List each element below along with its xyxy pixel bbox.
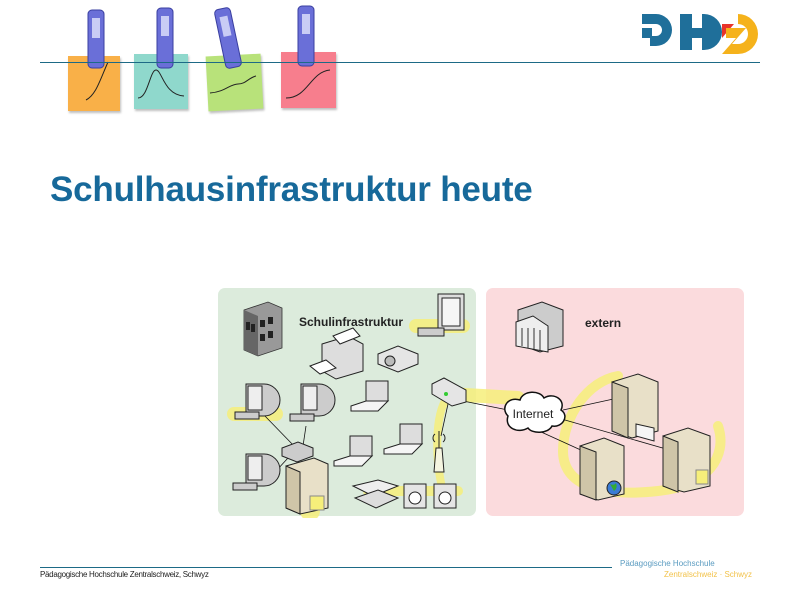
footer-logo-line1: Pädagogische Hochschule: [620, 559, 715, 568]
school-infrastructure-panel: [218, 288, 476, 516]
scanner-icon: [351, 479, 400, 509]
workstation-icons: [232, 293, 465, 491]
network-diagram: Schulinfrastruktur extern: [218, 288, 744, 518]
monitor-icon: [234, 383, 281, 420]
camera-icon: [403, 483, 427, 509]
mail-server-icon: [611, 373, 659, 442]
internet-cloud-icon: Internet: [504, 391, 566, 433]
phz-logo: [642, 14, 758, 54]
footer-logo-line2: Zentralschweiz · Schwyz: [664, 570, 753, 579]
header-rule: [40, 62, 760, 63]
router-icon: [431, 377, 467, 407]
laptop-icon: [333, 435, 374, 467]
page-title: Schulhausinfrastruktur heute: [50, 170, 533, 209]
school-server-icon: [285, 457, 329, 515]
monitor-icon: [289, 383, 336, 422]
laptop-icon: [350, 380, 390, 412]
laptop-icons: [333, 380, 424, 467]
footer-text: Pädagogische Hochschule Zentralschweiz, …: [40, 570, 209, 579]
file-server-icon: [662, 427, 711, 493]
school-building-icon: [243, 301, 283, 357]
external-servers: [579, 373, 711, 501]
external-label: extern: [585, 316, 621, 330]
camera-icon: [433, 483, 457, 509]
internet-label: Internet: [513, 407, 554, 421]
web-server-icon: [579, 437, 625, 501]
printer-icon: [309, 327, 364, 380]
switch-icon: [281, 441, 314, 463]
monitor-icon: [232, 453, 281, 491]
projector-icon: [377, 345, 419, 373]
laptop-icon: [383, 423, 424, 455]
school-infrastructure-label: Schulinfrastruktur: [299, 315, 403, 329]
external-institution-icon: [515, 301, 564, 353]
monitor-icon: [417, 293, 465, 337]
footer-rule: [40, 567, 612, 568]
wireless-access-point-icon: [432, 431, 446, 473]
sticky-note-curves-icon: [85, 5, 331, 101]
